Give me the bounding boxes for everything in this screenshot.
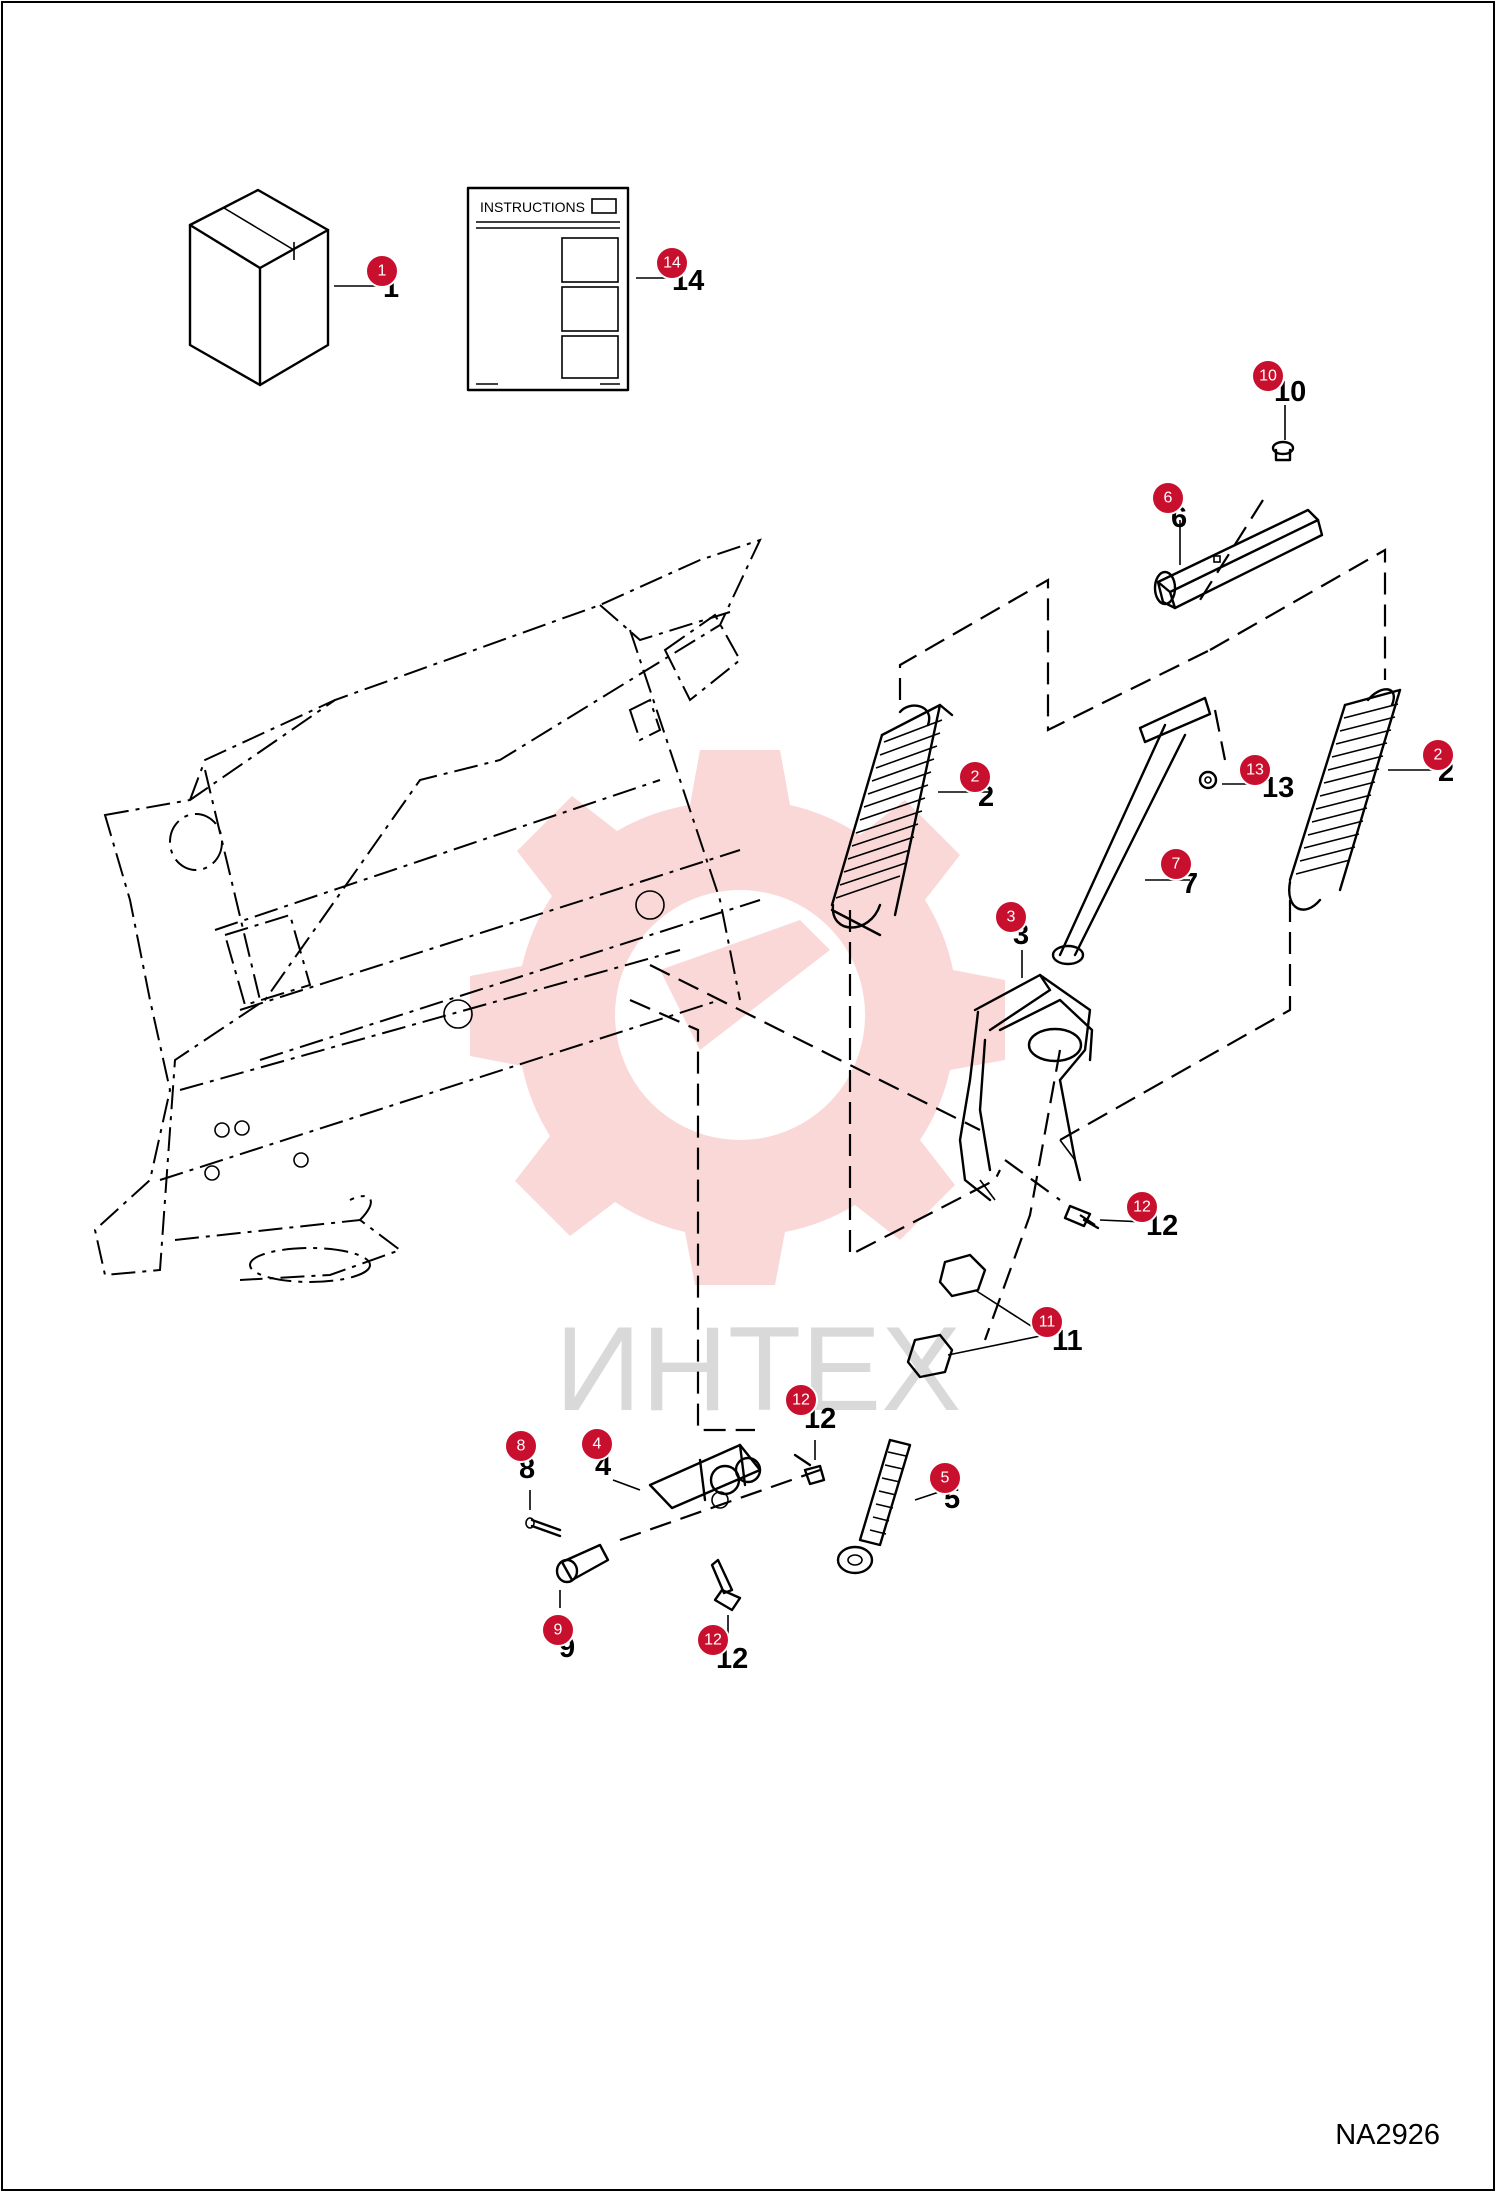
part-bolt-12-middle	[793, 1453, 826, 1486]
badge-10[interactable]: 10	[1251, 359, 1285, 393]
svg-text:2: 2	[971, 769, 980, 786]
svg-text:2: 2	[1434, 747, 1443, 764]
badge-13[interactable]: 13	[1238, 753, 1272, 787]
machine-frame-phantom	[93, 538, 762, 1283]
svg-text:10: 10	[1259, 368, 1277, 385]
part-cotter-pin-8	[525, 1517, 562, 1538]
part-bracket-3	[958, 973, 1094, 1202]
leader-lines	[334, 277, 1440, 1640]
part-bolt-12-upper	[1063, 1204, 1100, 1230]
part-arm-7	[1051, 696, 1212, 966]
part-box	[188, 188, 330, 387]
svg-text:12: 12	[792, 1392, 810, 1409]
svg-text:13: 13	[1246, 762, 1264, 779]
drawing-code: NA2926	[1335, 2119, 1440, 2151]
badge-9[interactable]: 9	[541, 1613, 575, 1647]
svg-text:3: 3	[1007, 909, 1016, 926]
instructions-label: INSTRUCTIONS	[480, 199, 585, 215]
part-bolt-12-lower	[710, 1558, 742, 1612]
badge-11[interactable]: 11	[1030, 1305, 1064, 1339]
part-pin-9	[555, 1543, 610, 1584]
part-spring-2-right	[1288, 688, 1402, 911]
part-channel-6	[1153, 508, 1324, 610]
watermark: ИНТЕХ	[470, 750, 1005, 1436]
svg-text:14: 14	[663, 255, 681, 272]
svg-text:7: 7	[1172, 856, 1181, 873]
badge-2-right[interactable]: 2	[1421, 738, 1455, 772]
badge-5[interactable]: 5	[928, 1461, 962, 1495]
badge-7[interactable]: 7	[1159, 847, 1193, 881]
badge-12-middle[interactable]: 12	[784, 1383, 818, 1417]
part-spring-2-left	[830, 703, 954, 937]
watermark-text: ИНТЕХ	[555, 1302, 961, 1436]
badge-4[interactable]: 4	[580, 1427, 614, 1461]
svg-text:5: 5	[941, 1470, 950, 1487]
part-nuts-11	[906, 1253, 987, 1379]
part-eyebolt-5	[836, 1438, 912, 1575]
part-nut-13	[1198, 770, 1218, 790]
svg-text:12: 12	[1133, 1199, 1151, 1216]
callout-badges: 1 14 10 6 2 13 2 7 3 12 11 12 8 4 5 9 12	[365, 246, 1455, 1657]
part-bolt-10	[1271, 440, 1295, 462]
badge-2-left[interactable]: 2	[958, 760, 992, 794]
assembly-guide-lines	[619, 499, 1387, 1542]
svg-text:12: 12	[704, 1632, 722, 1649]
badge-14[interactable]: 14	[655, 246, 689, 280]
svg-text:1: 1	[378, 263, 387, 280]
badge-6[interactable]: 6	[1151, 481, 1185, 515]
badge-8[interactable]: 8	[504, 1429, 538, 1463]
badge-12-lower[interactable]: 12	[696, 1623, 730, 1657]
svg-text:8: 8	[517, 1438, 526, 1455]
item-labels: 1 14 10 6 2 13 2 7 3 12 11 12 8 4 5 9 12	[383, 265, 1454, 1675]
watermark-gear-icon	[470, 750, 1005, 1285]
badge-12-upper[interactable]: 12	[1125, 1190, 1159, 1224]
part-hinge-4	[648, 1443, 762, 1510]
badge-3[interactable]: 3	[994, 900, 1028, 934]
badge-1[interactable]: 1	[365, 254, 399, 288]
svg-text:11: 11	[1039, 1314, 1056, 1331]
part-instructions-sheet: INSTRUCTIONS	[466, 186, 630, 392]
svg-text:9: 9	[554, 1622, 563, 1639]
svg-text:4: 4	[593, 1436, 602, 1453]
svg-text:6: 6	[1164, 490, 1173, 507]
